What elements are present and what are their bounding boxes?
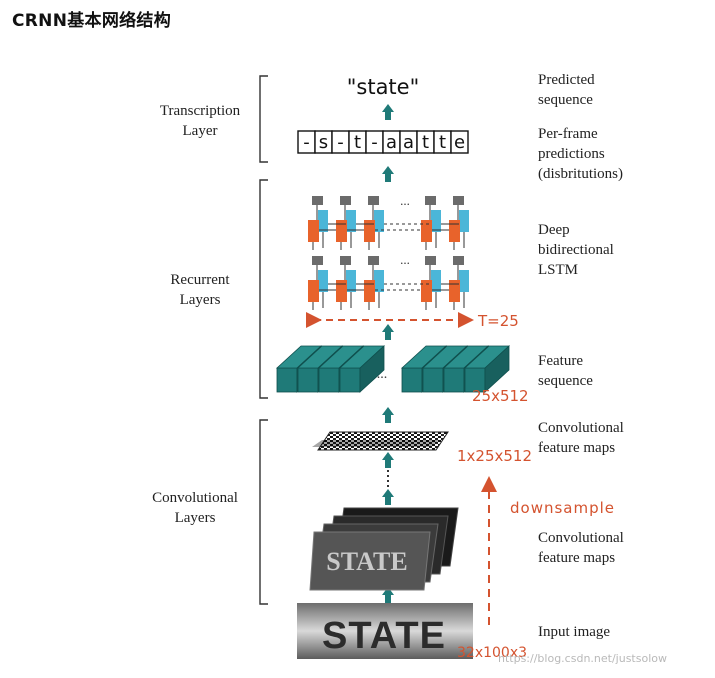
label-line: Layers — [174, 510, 216, 526]
lstm-grid — [308, 196, 469, 310]
t-label: T=25 — [477, 312, 519, 330]
frame-box: - — [331, 130, 350, 154]
desc-line: LSTM — [538, 262, 579, 278]
recurrent-layers-label: Recurrent Layers — [150, 270, 250, 310]
lstm-ellipsis-mid: ... — [400, 252, 410, 267]
conv-feature-map-stack: STATE — [309, 507, 459, 591]
up-arrow — [382, 489, 394, 505]
lstm-cell — [364, 256, 384, 310]
watermark: https://blog.csdn.net/justsolow — [498, 652, 667, 665]
frame-box: - — [365, 130, 384, 154]
lstm-ellipsis-top: ... — [400, 193, 410, 208]
input-image-text: STATE — [322, 615, 446, 657]
desc-line: sequence — [538, 373, 593, 389]
page-title: CRNN基本网络结构 — [12, 11, 172, 31]
frame-char: t — [422, 132, 429, 153]
up-arrow — [382, 587, 394, 603]
transcription-layer-label: Transcription Layer — [140, 101, 260, 141]
frame-char: e — [454, 132, 465, 153]
desc-feature-seq: Feature sequence — [538, 351, 593, 391]
frame-box: e — [450, 130, 469, 154]
feature-bar — [338, 345, 386, 393]
lstm-cell — [421, 256, 441, 310]
desc-line: sequence — [538, 92, 593, 108]
desc-line: Input image — [538, 624, 611, 640]
map-size-label: 1x25x512 — [457, 447, 532, 465]
frame-box: s — [314, 130, 333, 154]
convolutional-bracket — [259, 419, 268, 605]
desc-conv-maps-top: Convolutional feature maps — [538, 418, 624, 458]
lstm-cell — [449, 256, 469, 310]
desc-input: Input image — [538, 622, 610, 642]
transcription-bracket — [259, 75, 268, 163]
label-line: Recurrent — [170, 272, 230, 288]
lstm-cell — [364, 196, 384, 250]
input-image: STATE — [297, 603, 473, 659]
up-arrow — [382, 166, 394, 182]
frame-char: t — [354, 132, 361, 153]
label-line: Layer — [182, 123, 218, 139]
recurrent-bracket — [259, 179, 268, 399]
frame-box: t — [433, 130, 452, 154]
label-line: Convolutional — [152, 490, 238, 506]
conv-feature-map-top — [312, 431, 449, 451]
predicted-text: "state" — [347, 75, 420, 99]
feature-sequence-bars — [275, 345, 511, 393]
desc-perframe: Per-frame predictions (disbritutions) — [538, 124, 623, 184]
up-arrow — [382, 104, 394, 120]
desc-line: Predicted — [538, 72, 595, 88]
frame-box: t — [416, 130, 435, 154]
lstm-cell — [421, 196, 441, 250]
convolutional-layers-label: Convolutional Layers — [140, 488, 250, 528]
label-line: Transcription — [159, 103, 241, 119]
downsample-label: downsample — [510, 499, 615, 517]
teal-arrows — [382, 104, 394, 603]
frame-box: a — [382, 130, 401, 154]
frame-box: a — [399, 130, 418, 154]
desc-line: Convolutional — [538, 420, 624, 436]
frame-char: - — [337, 132, 344, 153]
label-line: Layers — [179, 292, 221, 308]
desc-line: Deep — [538, 222, 570, 238]
frame-char: a — [403, 132, 414, 153]
input-size-label: 32x100x3 — [457, 645, 527, 661]
lstm-cell — [449, 196, 469, 250]
frame-char: a — [386, 132, 397, 153]
frame-char: s — [319, 132, 328, 153]
stack-image-text: STATE — [326, 547, 407, 576]
desc-line: feature maps — [538, 550, 616, 566]
feature-bar — [463, 345, 511, 393]
up-arrow — [382, 407, 394, 423]
seq-size-label: 25x512 — [472, 387, 529, 405]
up-arrow — [382, 452, 394, 468]
up-arrow — [382, 324, 394, 340]
frame-box: t — [348, 130, 367, 154]
desc-predicted: Predicted sequence — [538, 70, 595, 110]
desc-line: Per-frame — [538, 126, 598, 142]
desc-lstm: Deep bidirectional LSTM — [538, 220, 614, 280]
desc-line: (disbritutions) — [538, 166, 623, 182]
lstm-cell — [336, 196, 356, 250]
desc-line: Feature — [538, 353, 583, 369]
desc-line: feature maps — [538, 440, 616, 456]
lstm-cell — [336, 256, 356, 310]
desc-line: Convolutional — [538, 530, 624, 546]
feature-ellipsis: ... — [377, 367, 388, 382]
frame-char: t — [439, 132, 446, 153]
frame-char: - — [371, 132, 378, 153]
frame-box: - — [297, 130, 316, 154]
lstm-cell — [308, 196, 328, 250]
desc-line: predictions — [538, 146, 605, 162]
frame-char: - — [303, 132, 310, 153]
lstm-cell — [308, 256, 328, 310]
desc-conv-maps-bottom: Convolutional feature maps — [538, 528, 624, 568]
desc-line: bidirectional — [538, 242, 614, 258]
